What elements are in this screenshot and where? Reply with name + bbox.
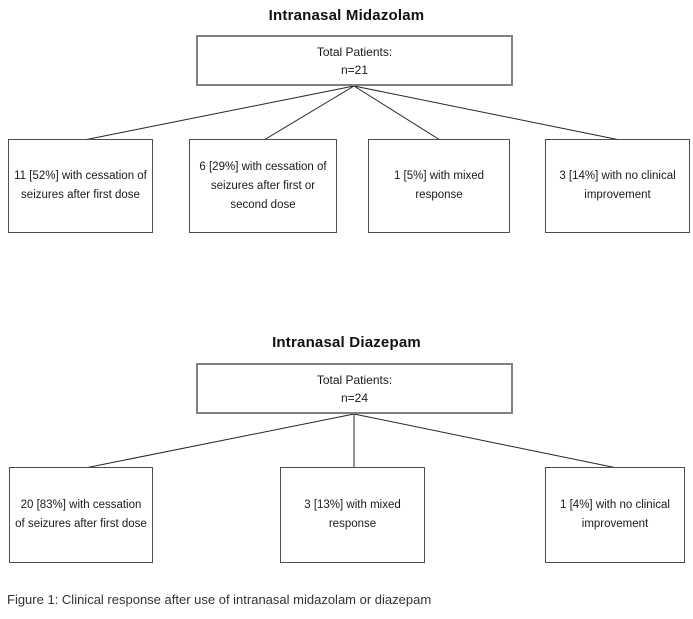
outcome-label: 3 [13%] with mixed response <box>304 499 401 530</box>
outcome-label: 3 [14%] with no clinical improvement <box>559 170 676 201</box>
outcome-label: 11 [52%] with cessation of seizures afte… <box>14 170 147 201</box>
total-patients-label: Total Patients: <box>316 44 393 59</box>
outcome-box-midazolam-cessation-first-dose: 11 [52%] with cessation of seizures afte… <box>8 139 153 233</box>
figure-caption: Figure 1: Clinical response after use of… <box>7 592 432 607</box>
outcome-box-diazepam-no-improvement: 1 [4%] with no clinical improvement <box>545 467 685 563</box>
outcome-box-midazolam-cessation-first-or-second-dose: 6 [29%] with cessation of seizures after… <box>189 139 337 233</box>
total-patients-value: n=21 <box>340 62 369 77</box>
outcome-label: 1 [5%] with mixed response <box>393 170 485 201</box>
outcome-box-diazepam-mixed-response: 3 [13%] with mixed response <box>280 467 425 563</box>
outcome-box-diazepam-cessation-first-dose: 20 [83%] with cessation of seizures afte… <box>9 467 153 563</box>
total-patients-value: n=24 <box>340 390 369 405</box>
outcome-label: 1 [4%] with no clinical improvement <box>560 499 670 530</box>
total-patients-box-midazolam: Total Patients: n=21 <box>196 35 513 86</box>
outcome-box-midazolam-no-improvement: 3 [14%] with no clinical improvement <box>545 139 690 233</box>
chart-title-diazepam: Intranasal Diazepam <box>272 334 421 351</box>
total-patients-box-diazepam: Total Patients: n=24 <box>196 363 513 414</box>
chart-title-midazolam: Intranasal Midazolam <box>268 7 425 24</box>
total-patients-label: Total Patients: <box>316 372 393 387</box>
outcome-box-midazolam-mixed-response: 1 [5%] with mixed response <box>368 139 510 233</box>
outcome-label: 6 [29%] with cessation of seizures after… <box>199 160 327 211</box>
outcome-label: 20 [83%] with cessation of seizures afte… <box>15 499 147 530</box>
